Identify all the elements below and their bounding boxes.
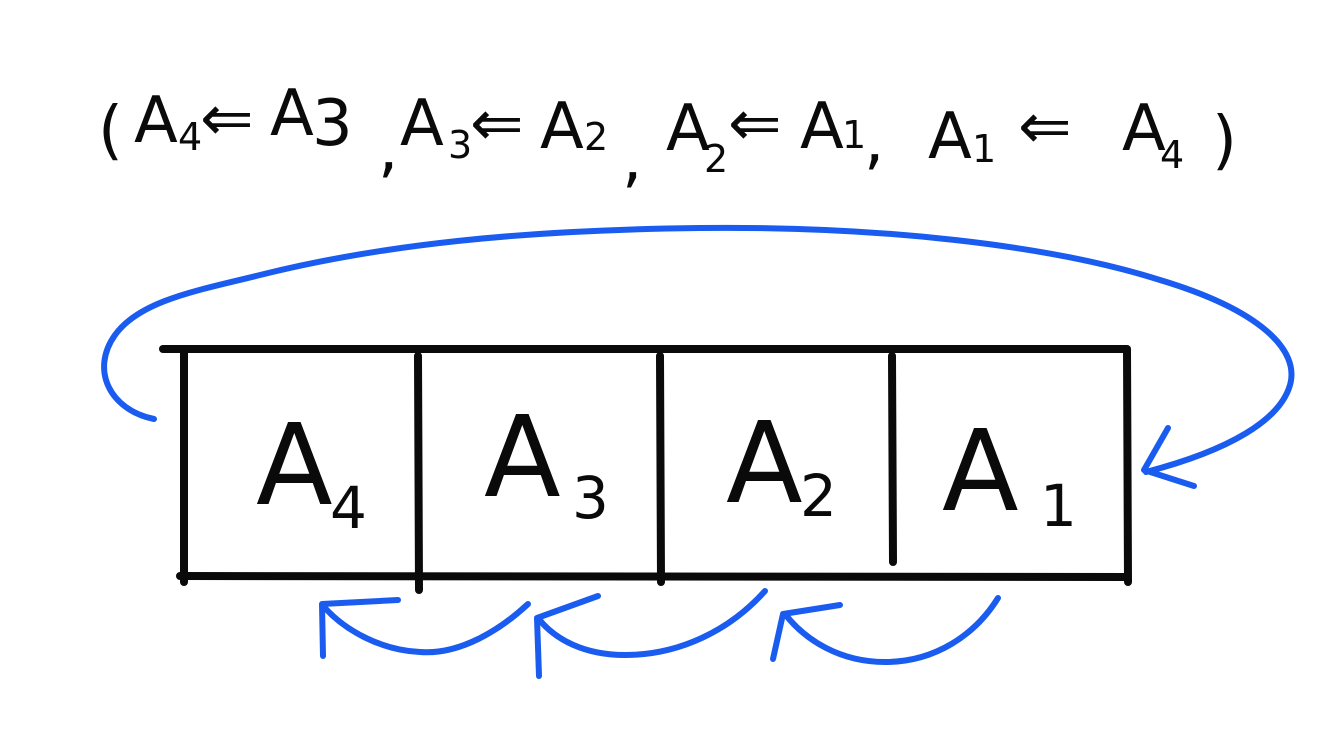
formula-term-3-base: A xyxy=(400,87,444,161)
cell-2-sub: 3 xyxy=(572,464,609,532)
shift-arrowhead-3 xyxy=(770,602,843,662)
formula-separator-1: , xyxy=(378,112,398,186)
formula-term-7-base: A xyxy=(928,100,972,174)
formula-term-6-sub: 1 xyxy=(842,113,866,157)
formula-separator-3: , xyxy=(864,104,884,178)
array-divider-2 xyxy=(656,352,665,586)
formula-term-3-sub: 3 xyxy=(448,123,472,167)
formula-separator-2: , xyxy=(622,122,642,196)
formula-term-4-base: A xyxy=(540,90,584,164)
array-divider-3 xyxy=(888,352,897,566)
array-cell-2: A 3 xyxy=(484,393,609,532)
shift-arrow-2 xyxy=(535,588,768,658)
cell-3-base: A xyxy=(726,399,803,529)
cell-4-base: A xyxy=(942,407,1019,537)
cell-4-sub: 1 xyxy=(1040,472,1077,540)
shift-arrowhead-1 xyxy=(319,597,401,659)
array-bottom-border xyxy=(176,572,1131,581)
array-right-border xyxy=(1123,346,1132,586)
array-grid xyxy=(159,345,1132,594)
shift-arrow-3 xyxy=(782,595,1001,665)
array-divider-1 xyxy=(414,352,423,594)
formula-term-8-base: A xyxy=(1122,92,1166,166)
shift-arrow-1 xyxy=(322,601,531,656)
array-cell-1: A 4 xyxy=(256,401,367,542)
wraparound-arrow xyxy=(101,224,1295,475)
cell-1-base: A xyxy=(256,401,333,531)
formula-arrow-4: ⇐ xyxy=(1018,90,1072,164)
cell-2-base: A xyxy=(484,393,561,523)
formula-arrow-3: ⇐ xyxy=(728,87,782,161)
formula-term-1-base: A xyxy=(134,84,178,158)
formula-term-4-sub: 2 xyxy=(584,115,608,159)
formula-term-2-sub: 3 xyxy=(312,87,353,161)
cell-1-sub: 4 xyxy=(330,474,367,542)
array-cell-3: A 2 xyxy=(726,399,837,530)
formula-open-paren: ( xyxy=(98,94,123,168)
formula-term-8-sub: 4 xyxy=(1160,133,1184,177)
rotation-formula: ( A 4 ⇐ A 3 , A 3 ⇐ A 2 , A 2 ⇐ A 1 , A … xyxy=(98,77,1237,196)
formula-term-1-sub: 4 xyxy=(178,115,202,159)
formula-arrow-1: ⇐ xyxy=(200,82,254,156)
formula-term-5-sub: 2 xyxy=(704,137,728,181)
formula-term-6-base: A xyxy=(800,90,844,164)
formula-term-2-base: A xyxy=(270,77,314,151)
formula-term-5-base: A xyxy=(666,92,710,166)
array-cell-4: A 1 xyxy=(942,407,1077,540)
cell-3-sub: 2 xyxy=(800,462,837,530)
wraparound-arrowhead xyxy=(1141,425,1197,489)
formula-close-paren: ) xyxy=(1212,104,1237,178)
formula-term-7-sub: 1 xyxy=(972,127,996,171)
formula-arrow-2: ⇐ xyxy=(470,87,524,161)
shift-arrowhead-2 xyxy=(534,593,601,679)
